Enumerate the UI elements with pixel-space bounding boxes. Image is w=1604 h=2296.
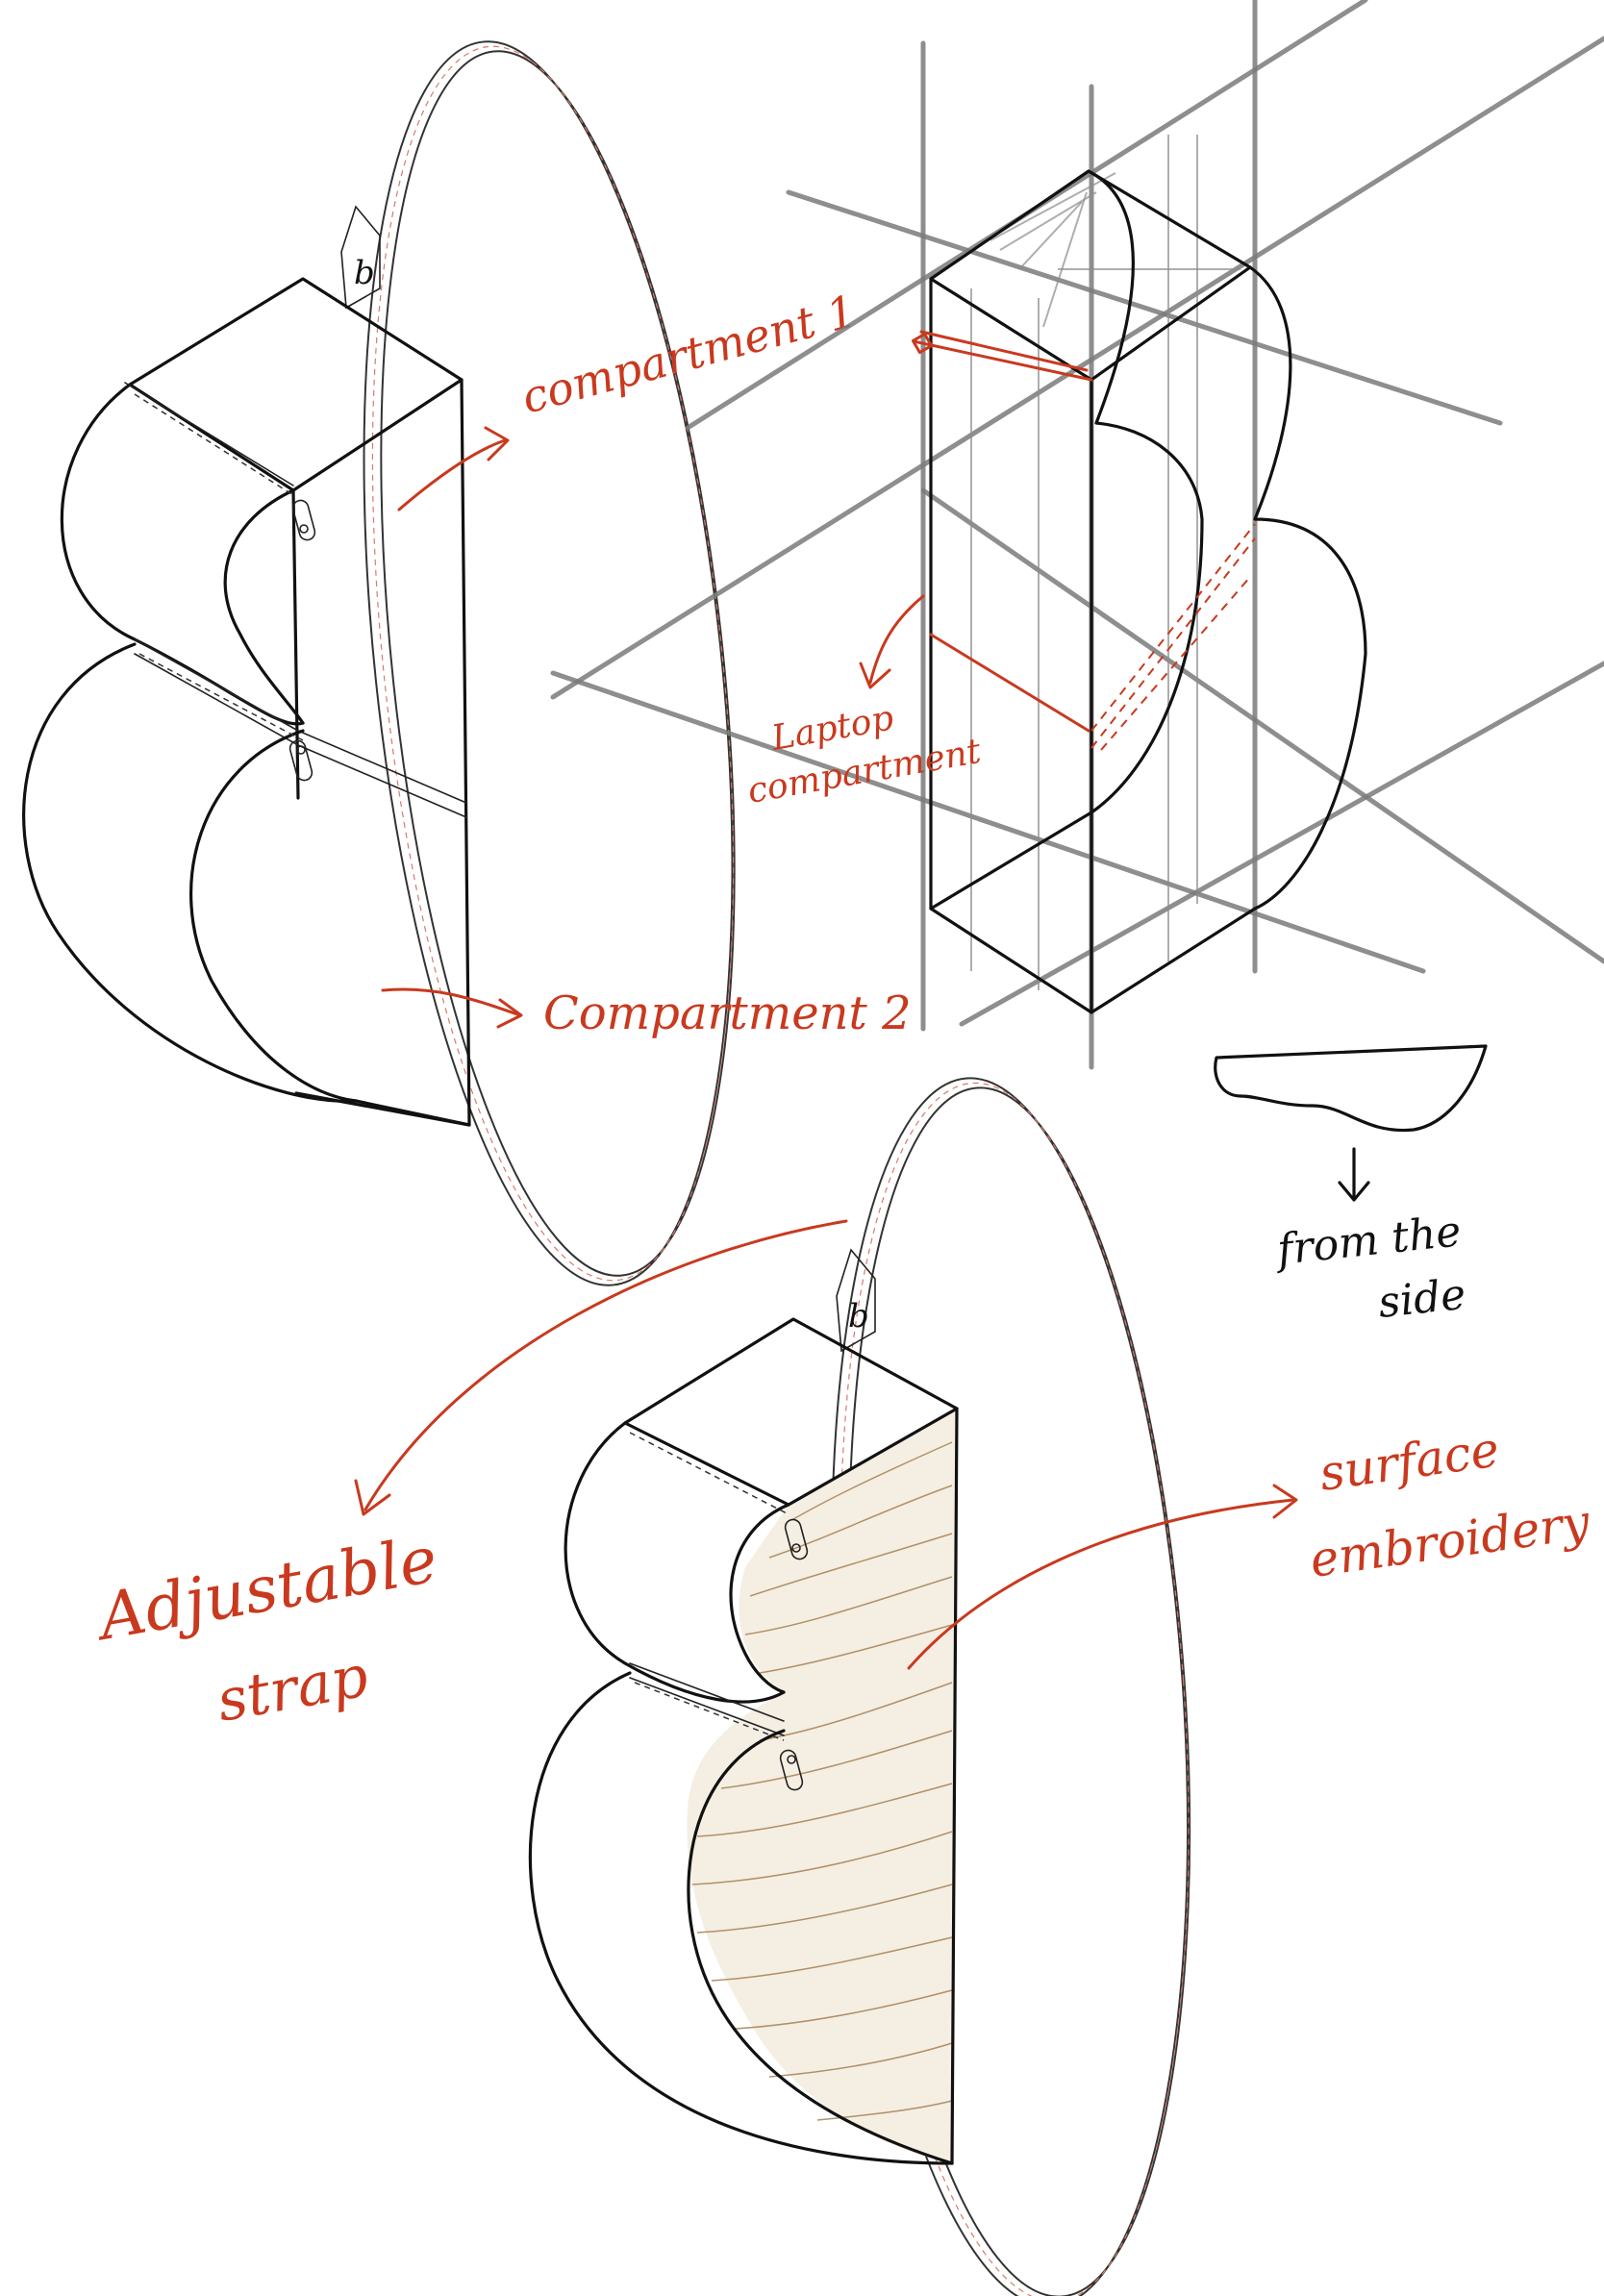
zipper-pull-icon: [291, 499, 316, 541]
zipper-lower-top: [138, 653, 304, 741]
annotation-surface-embroidery: surface embroidery: [907, 1421, 1594, 1670]
svg-text:from the: from the: [1272, 1207, 1464, 1275]
svg-text:b: b: [848, 1297, 869, 1335]
svg-text:compartment 1: compartment 1: [516, 285, 862, 424]
svg-text:Adjustable: Adjustable: [88, 1522, 442, 1656]
zipper-lower-bottom: [634, 1682, 785, 1741]
annotation-compartment-2: Compartment 2: [381, 986, 912, 1040]
zipper-pull-icon: [784, 1518, 809, 1560]
annotation-compartment-1: compartment 1: [397, 285, 862, 512]
zipper-pull-icon: [288, 739, 313, 782]
bag-sketch-bottom: b: [528, 1077, 1191, 2296]
construction-sketch: [550, 0, 1604, 1070]
zipper-upper-top: [134, 393, 294, 496]
zipper-pull-icon: [779, 1749, 804, 1791]
adjustable-strap-top: [363, 40, 736, 1286]
side-profile-sketch: from the side: [1214, 1044, 1488, 1328]
surface-embroidery: [691, 1441, 953, 2121]
strap-tag-bottom: b: [836, 1248, 876, 1353]
svg-text:Compartment 2: Compartment 2: [543, 986, 912, 1040]
svg-text:surface: surface: [1316, 1421, 1503, 1502]
svg-text:embroidery: embroidery: [1307, 1494, 1594, 1588]
annotation-laptop-compartment: Laptop compartment: [744, 594, 985, 811]
bag-sketch-top: b: [22, 40, 736, 1286]
zipper-upper-bottom: [629, 1432, 789, 1515]
svg-text:b: b: [354, 254, 375, 292]
strap-tag-top: b: [340, 205, 381, 310]
svg-text:side: side: [1376, 1270, 1468, 1328]
svg-text:strap: strap: [212, 1642, 373, 1734]
